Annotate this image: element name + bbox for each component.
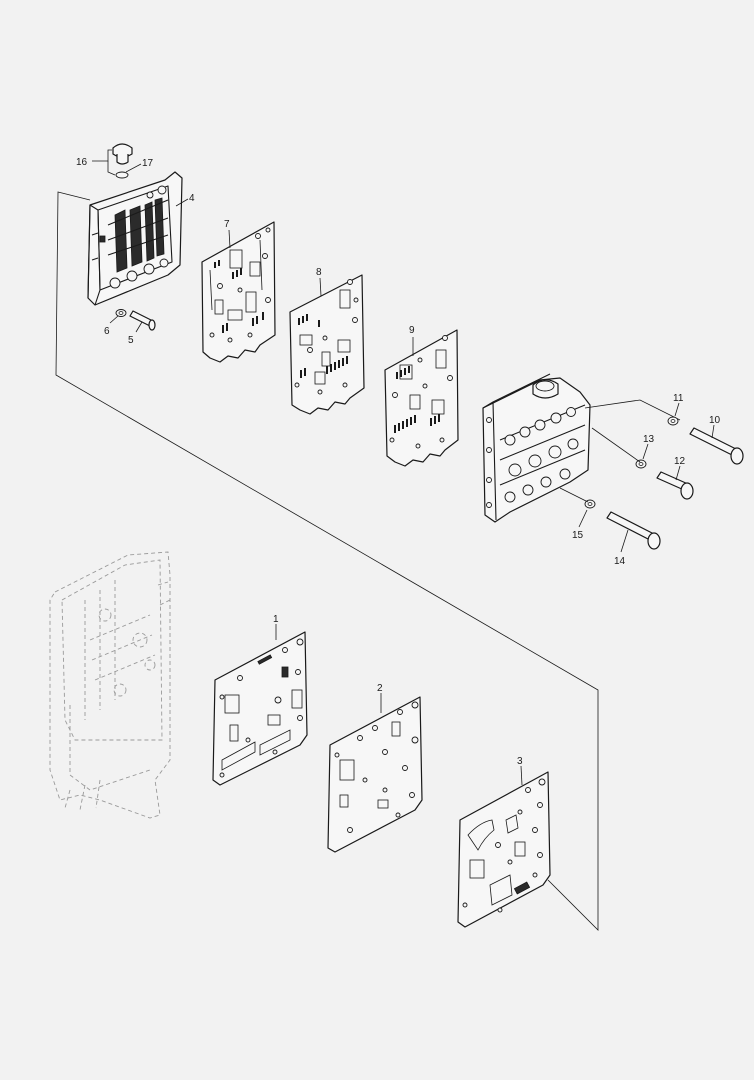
- callout-17: 17: [142, 158, 154, 169]
- callout-5: 5: [128, 335, 134, 346]
- bolt-part-5[interactable]: [129, 310, 156, 331]
- callout-7: 7: [224, 219, 230, 230]
- bolt-part-14[interactable]: [606, 511, 661, 550]
- gasket-part-2[interactable]: [327, 696, 423, 853]
- washer-part-6[interactable]: [115, 309, 127, 317]
- separator-plate-part-9[interactable]: [384, 329, 459, 467]
- callout-10: 10: [709, 415, 721, 426]
- callout-6: 6: [104, 326, 110, 337]
- callout-labels: 16 17 4 7 8 9 6 5 11 10 13 12 15 14 1 2 …: [76, 157, 721, 767]
- washer-part-11[interactable]: [667, 416, 679, 426]
- separator-plate-part-8[interactable]: [289, 274, 365, 415]
- bolt-part-10[interactable]: [689, 427, 744, 465]
- callout-14: 14: [614, 556, 626, 567]
- callout-12: 12: [674, 456, 686, 467]
- callout-leaders: [92, 149, 715, 786]
- callout-16: 16: [76, 157, 88, 168]
- callout-4: 4: [189, 193, 195, 204]
- callout-3: 3: [517, 756, 523, 767]
- callout-11: 11: [673, 393, 684, 404]
- bolt-part-12[interactable]: [656, 471, 694, 500]
- callout-1: 1: [273, 614, 279, 625]
- valve-body-part-4[interactable]: [87, 171, 183, 306]
- callout-15: 15: [572, 530, 584, 541]
- callout-8: 8: [316, 267, 322, 278]
- ghost-housing: [49, 551, 171, 819]
- callout-9: 9: [409, 325, 415, 336]
- gasket-part-1[interactable]: [212, 631, 308, 786]
- callout-13: 13: [643, 434, 655, 445]
- gasket-part-3[interactable]: [457, 771, 551, 928]
- washer-part-13[interactable]: [635, 459, 647, 469]
- separator-plate-part-7[interactable]: [201, 221, 276, 363]
- o-ring-part-17[interactable]: [115, 171, 129, 179]
- breather-cap-part-16[interactable]: [112, 143, 133, 165]
- assembly-bracket-lines: [55, 191, 599, 931]
- leader-lines-right: [584, 399, 681, 421]
- valve-housing-upper[interactable]: [482, 373, 591, 523]
- callout-2: 2: [377, 683, 383, 694]
